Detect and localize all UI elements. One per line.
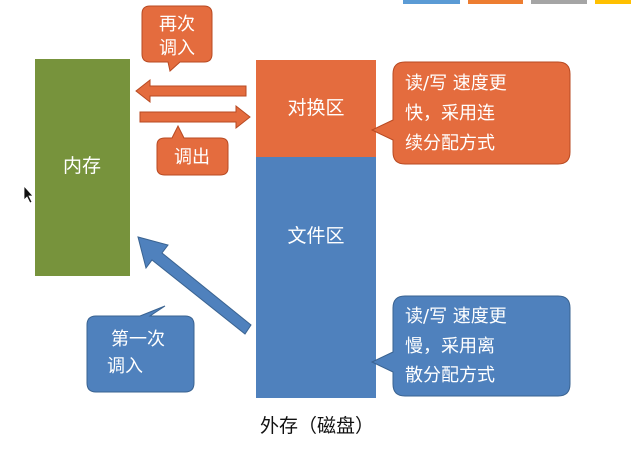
first-load-callout-line-1: 第一次	[111, 329, 165, 350]
file-area-note-shape	[370, 295, 571, 397]
file-area-label: 文件区	[287, 225, 344, 247]
memory-block	[35, 59, 130, 276]
memory-label: 内存	[63, 155, 101, 177]
swap-area-block	[256, 60, 376, 157]
first-load-callout-line-2: 调入	[107, 356, 143, 377]
swap-area-note-line-2: 快，采用连	[405, 103, 495, 124]
swap-area-note-line-1: 读/写 速度更	[405, 73, 507, 94]
toolbar-swatch-blue	[403, 0, 460, 4]
toolbar-swatch-orange	[468, 0, 523, 4]
mouse-pointer-icon	[23, 184, 34, 204]
file-area-note-callout: 读/写 速度更 慢，采用离 散分配方式	[370, 295, 571, 397]
swap-out-arrow	[139, 104, 251, 130]
swap-in-arrow	[135, 78, 247, 104]
toolbar-swatch-gray	[531, 0, 587, 4]
swap-area-note-callout: 读/写 速度更 快，采用连 续分配方式	[370, 61, 571, 165]
file-area-block	[256, 157, 376, 398]
first-load-arrow	[137, 236, 252, 335]
first-load-callout: 第一次 调入	[86, 305, 195, 393]
first-load-callout-shape	[86, 305, 195, 393]
swap-out-callout: 调出	[156, 124, 229, 176]
swap-in-callout-line-2: 调入	[159, 38, 195, 59]
swap-in-callout-line-1: 再次	[159, 14, 195, 35]
swap-out-callout-shape	[156, 124, 229, 176]
swap-area-label: 对换区	[287, 97, 344, 119]
toolbar-swatch-gold	[595, 0, 631, 4]
swap-area-note-line-3: 续分配方式	[405, 133, 495, 154]
swap-in-callout: 再次 调入	[141, 5, 213, 72]
swap-area-note-shape	[370, 61, 571, 165]
file-area-note-line-2: 慢，采用离	[405, 336, 495, 357]
file-area-note-line-1: 读/写 速度更	[405, 306, 507, 327]
toolbar-swatches	[403, 0, 631, 4]
swap-in-callout-shape	[141, 5, 213, 72]
external-storage-caption: 外存（磁盘）	[260, 415, 374, 437]
file-area-note-line-3: 散分配方式	[405, 365, 495, 386]
swap-out-callout-text: 调出	[174, 147, 210, 168]
